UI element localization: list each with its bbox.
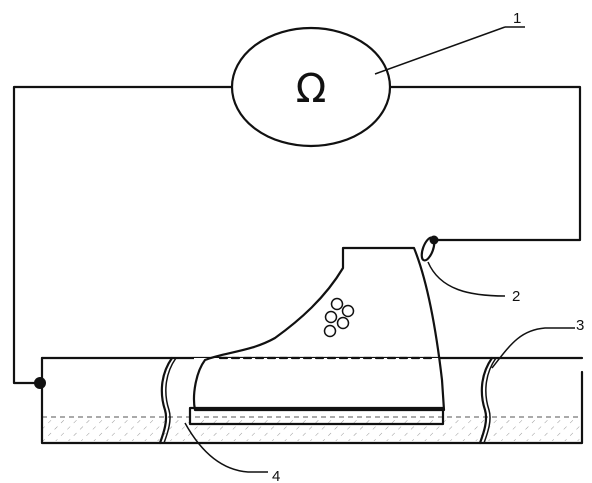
electrode-contact — [420, 235, 439, 262]
callout-leaders — [184, 26, 575, 473]
ohmmeter: Ω — [230, 26, 392, 148]
callout-3: 3 — [576, 317, 584, 334]
callout-2: 2 — [512, 288, 520, 305]
shoe — [192, 246, 446, 412]
tray — [40, 356, 584, 445]
ohm-symbol: Ω — [296, 66, 327, 112]
base-plate — [188, 406, 445, 426]
circuit-wire — [12, 85, 582, 385]
callout-1: 1 — [513, 10, 521, 27]
conductive-liquid — [42, 417, 582, 441]
callout-4: 4 — [272, 468, 280, 483]
lace-eyelets — [323, 297, 355, 338]
junction-dot — [34, 377, 46, 389]
